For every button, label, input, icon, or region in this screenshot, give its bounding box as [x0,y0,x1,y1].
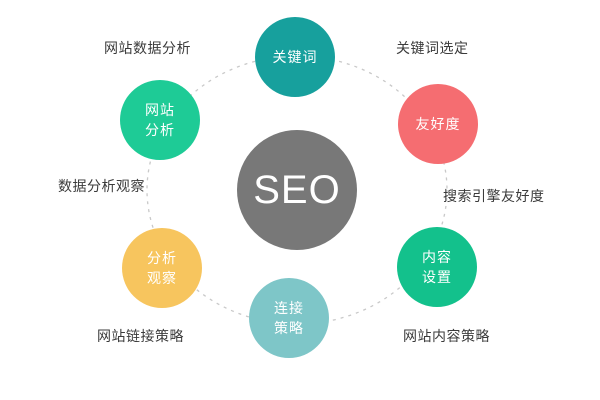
node-content-setup: 内容 设置 [397,227,477,307]
node-content-setup-line1: 内容 [422,249,452,265]
node-site-analysis: 网站 分析 [120,80,200,160]
node-content-setup-line2: 设置 [422,269,452,285]
node-center-seo-label: SEO [253,167,341,212]
node-link-strategy: 连接 策略 [249,278,329,358]
annotation-top-left: 网站数据分析 [104,40,191,56]
dashed-orbit-ellipse [146,55,448,325]
node-site-analysis-line2: 分析 [145,122,175,138]
node-analysis-observation: 分析 观察 [122,228,202,308]
node-center-seo: SEO [237,130,357,250]
node-site-analysis-line1: 网站 [145,102,175,118]
node-keywords: 关键词 [255,17,335,97]
annotation-left: 数据分析观察 [58,178,145,194]
annotation-bottom-left: 网站链接策略 [97,328,184,344]
annotation-bottom-right: 网站内容策略 [403,328,490,344]
node-keywords-label: 关键词 [272,49,318,65]
node-analysis-observation-line2: 观察 [147,270,177,286]
node-link-strategy-line1: 连接 [274,300,304,316]
node-link-strategy-line2: 策略 [274,320,304,336]
annotation-top-right: 关键词选定 [396,40,469,56]
node-analysis-observation-line1: 分析 [147,250,177,266]
node-friendliness-label: 友好度 [415,116,461,132]
node-friendliness: 友好度 [398,84,478,164]
annotation-right: 搜索引擎友好度 [443,188,545,204]
